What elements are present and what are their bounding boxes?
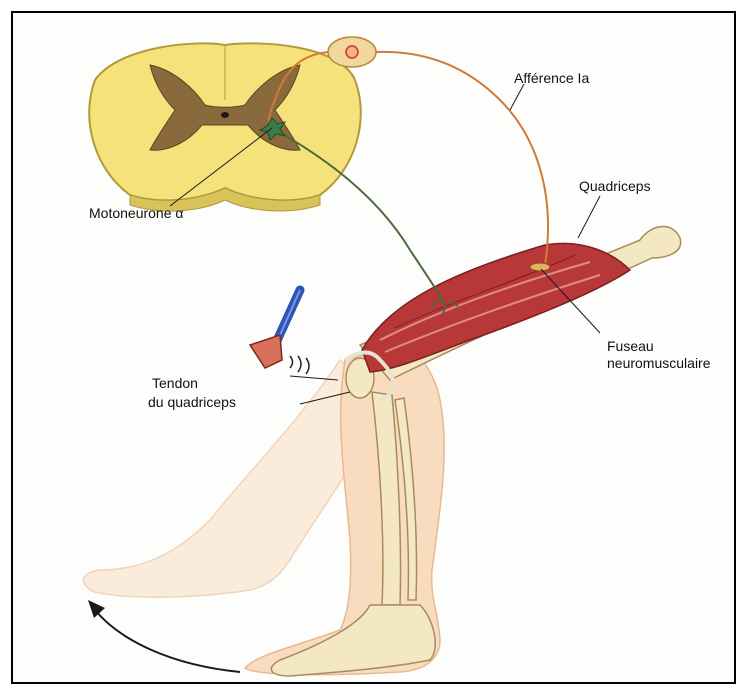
dorsal-root-ganglion (328, 37, 376, 67)
afference-label: Afférence Ia (514, 70, 589, 87)
reflex-hammer-icon (250, 290, 309, 374)
quadriceps-label: Quadriceps (579, 178, 651, 195)
fuseau-label-line2: neuromusculaire (607, 355, 711, 372)
tendon-label-line1: Tendon (152, 375, 198, 392)
spinal-cord (89, 43, 361, 211)
fuseau-label-line1: Fuseau (607, 338, 654, 355)
muscle-spindle (530, 263, 550, 271)
motoneurone-label: Motoneurone α (89, 205, 184, 222)
tendon-label-line2: du quadriceps (148, 394, 236, 411)
leg-swing-arrow (95, 610, 240, 672)
